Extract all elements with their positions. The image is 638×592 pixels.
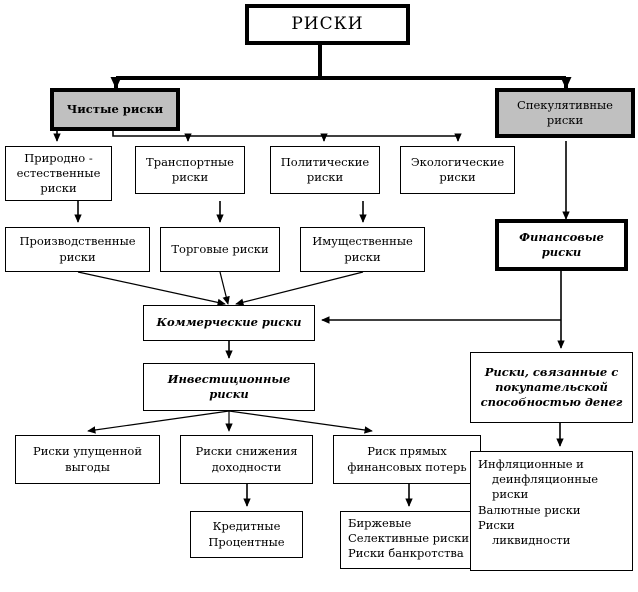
- node-ecological-risks[interactable]: Экологические риски: [400, 146, 515, 194]
- wire-production-to-commercial: [77, 271, 226, 307]
- node-exchange-risks[interactable]: Биржевые Селективные риски Риски банкрот…: [340, 511, 480, 569]
- node-lost-profit-risks-label: Риски упущенной выгоды: [33, 444, 142, 474]
- node-commercial-risks-label: Коммерческие риски: [156, 315, 302, 330]
- node-commercial-risks[interactable]: Коммерческие риски: [143, 305, 315, 341]
- node-direct-loss-risks[interactable]: Риск прямых финансовых потерь: [333, 435, 481, 484]
- node-credit-percent-risks-label: Кредитные Процентные: [208, 519, 285, 549]
- node-production-risks-label: Производственные риски: [19, 234, 136, 264]
- node-exchange-risks-label: Биржевые Селективные риски Риски банкрот…: [348, 516, 470, 561]
- node-purchasing-power-risks[interactable]: Риски, связанные с покупательской способ…: [470, 352, 633, 423]
- node-property-risks[interactable]: Имущественные риски: [300, 227, 425, 272]
- node-root[interactable]: РИСКИ: [245, 4, 410, 45]
- node-natural-risks[interactable]: Природно - естественные риски: [5, 146, 112, 201]
- wire-pure-bar: [112, 131, 458, 137]
- node-trade-risks-label: Торговые риски: [171, 241, 269, 256]
- node-property-risks-label: Имущественные риски: [312, 234, 413, 264]
- node-speculative-risks-label: Спекулятивные риски: [517, 97, 613, 127]
- money-risks-line-5: Риски: [478, 517, 515, 532]
- money-risks-line-1: Инфляционные и: [478, 457, 584, 471]
- money-risks-line-3: риски: [492, 487, 529, 502]
- wire-property-to-commercial: [235, 271, 364, 306]
- node-trade-risks[interactable]: Торговые риски: [160, 227, 280, 272]
- node-transport-risks-label: Транспортные риски: [146, 154, 234, 184]
- node-direct-loss-risks-label: Риск прямых финансовых потерь: [347, 444, 467, 474]
- node-financial-risks[interactable]: Финансовые риски: [495, 219, 628, 271]
- node-yield-decline-risks-label: Риски снижения доходности: [195, 444, 298, 474]
- node-transport-risks[interactable]: Транспортные риски: [135, 146, 245, 194]
- node-lost-profit-risks[interactable]: Риски упущенной выгоды: [15, 435, 160, 484]
- node-financial-risks-label: Финансовые риски: [519, 229, 604, 259]
- node-production-risks[interactable]: Производственные риски: [5, 227, 150, 272]
- node-political-risks[interactable]: Политические риски: [270, 146, 380, 194]
- node-ecological-risks-label: Экологические риски: [410, 154, 505, 184]
- wire-investment-to-lost-profit: [87, 410, 230, 434]
- node-credit-percent-risks[interactable]: Кредитные Процентные: [190, 511, 303, 558]
- node-natural-risks-label: Природно - естественные риски: [16, 150, 101, 196]
- node-investment-risks-label: Инвестиционные риски: [167, 371, 291, 401]
- node-root-label: РИСКИ: [291, 14, 364, 35]
- node-political-risks-label: Политические риски: [280, 154, 370, 184]
- node-investment-risks[interactable]: Инвестиционные риски: [143, 363, 315, 411]
- node-speculative-risks[interactable]: Спекулятивные риски: [495, 88, 635, 138]
- node-yield-decline-risks[interactable]: Риски снижения доходности: [180, 435, 313, 484]
- money-risks-line-6: ликвидности: [492, 532, 571, 547]
- wire-investment-to-direct-loss: [228, 410, 373, 434]
- money-risks-line-2: деинфляционные: [492, 472, 599, 487]
- wire-trade-to-commercial: [219, 271, 230, 305]
- node-purchasing-power-risks-label: Риски, связанные с покупательской способ…: [480, 364, 623, 410]
- node-pure-risks-label: Чистые риски: [66, 101, 164, 116]
- money-risks-line-4: Валютные риски: [478, 502, 581, 517]
- node-pure-risks[interactable]: Чистые риски: [50, 88, 180, 131]
